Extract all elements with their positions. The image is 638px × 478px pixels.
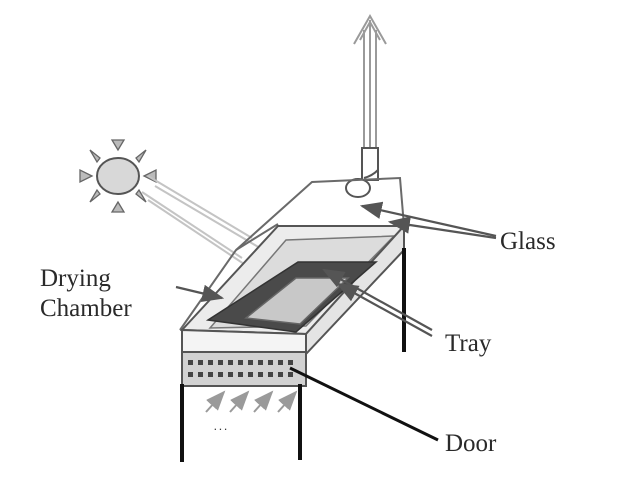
chimney	[345, 147, 379, 198]
drying-chamber-label-line2: Chamber	[40, 295, 132, 322]
door-label: Door	[445, 430, 497, 457]
dimension-mark: · · ·	[214, 426, 227, 434]
door-leader-line	[289, 366, 439, 442]
glass-label: Glass	[500, 228, 556, 255]
airflow-arrows	[205, 390, 298, 413]
drying-chamber-label-line1: Drying	[40, 265, 111, 292]
tray-label: Tray	[445, 330, 492, 357]
glass-roof	[179, 176, 405, 331]
sun-rays	[141, 175, 261, 269]
callout-arrows	[175, 201, 497, 337]
door-panel	[181, 351, 307, 387]
up-arrow-icon	[353, 13, 387, 150]
legs	[180, 248, 406, 462]
drying-chamber-label: Drying Chamber	[40, 264, 132, 324]
sun-icon	[79, 139, 157, 213]
